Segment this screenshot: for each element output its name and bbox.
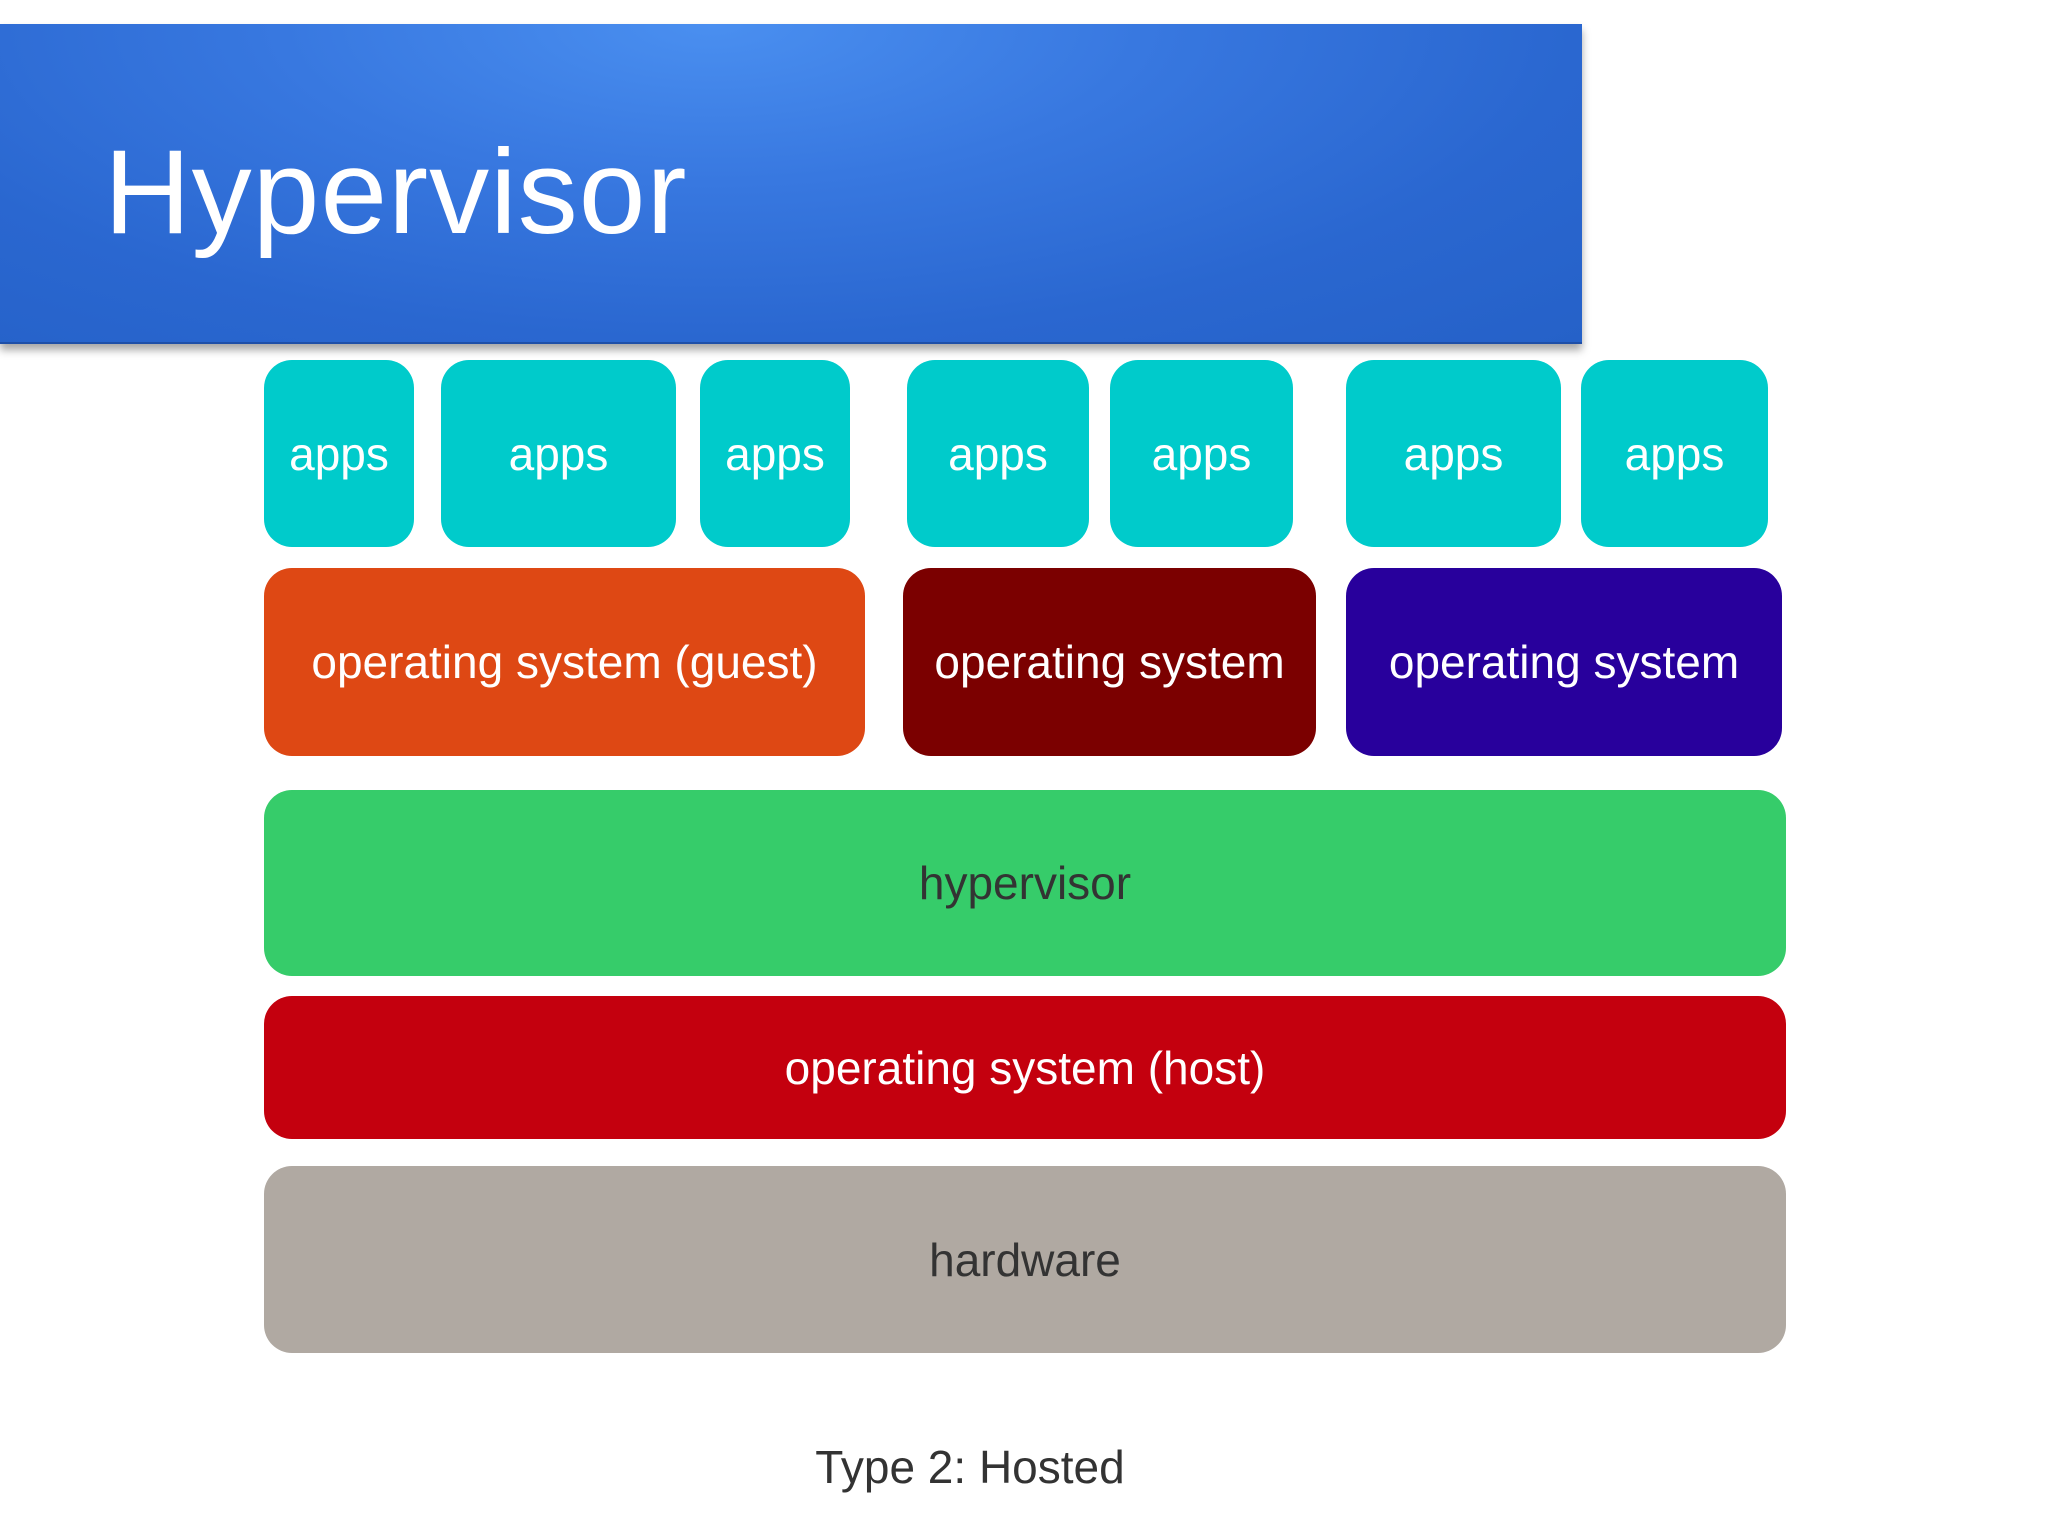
- apps-box: apps: [907, 360, 1089, 547]
- guest-os-box: operating system: [903, 568, 1316, 756]
- apps-box: apps: [1346, 360, 1561, 547]
- apps-box: apps: [441, 360, 676, 547]
- apps-box: apps: [1581, 360, 1768, 547]
- guest-os-box: operating system (guest): [264, 568, 865, 756]
- host-os-layer: operating system (host): [264, 996, 1786, 1139]
- slide-title: Hypervisor: [104, 125, 688, 259]
- apps-box: apps: [264, 360, 414, 547]
- apps-box: apps: [700, 360, 850, 547]
- guest-os-box: operating system: [1346, 568, 1782, 756]
- apps-box: apps: [1110, 360, 1293, 547]
- hardware-layer: hardware: [264, 1166, 1786, 1353]
- diagram-caption: Type 2: Hosted: [815, 1441, 1125, 1493]
- title-bar: Hypervisor: [0, 24, 1582, 344]
- hypervisor-layer: hypervisor: [264, 790, 1786, 976]
